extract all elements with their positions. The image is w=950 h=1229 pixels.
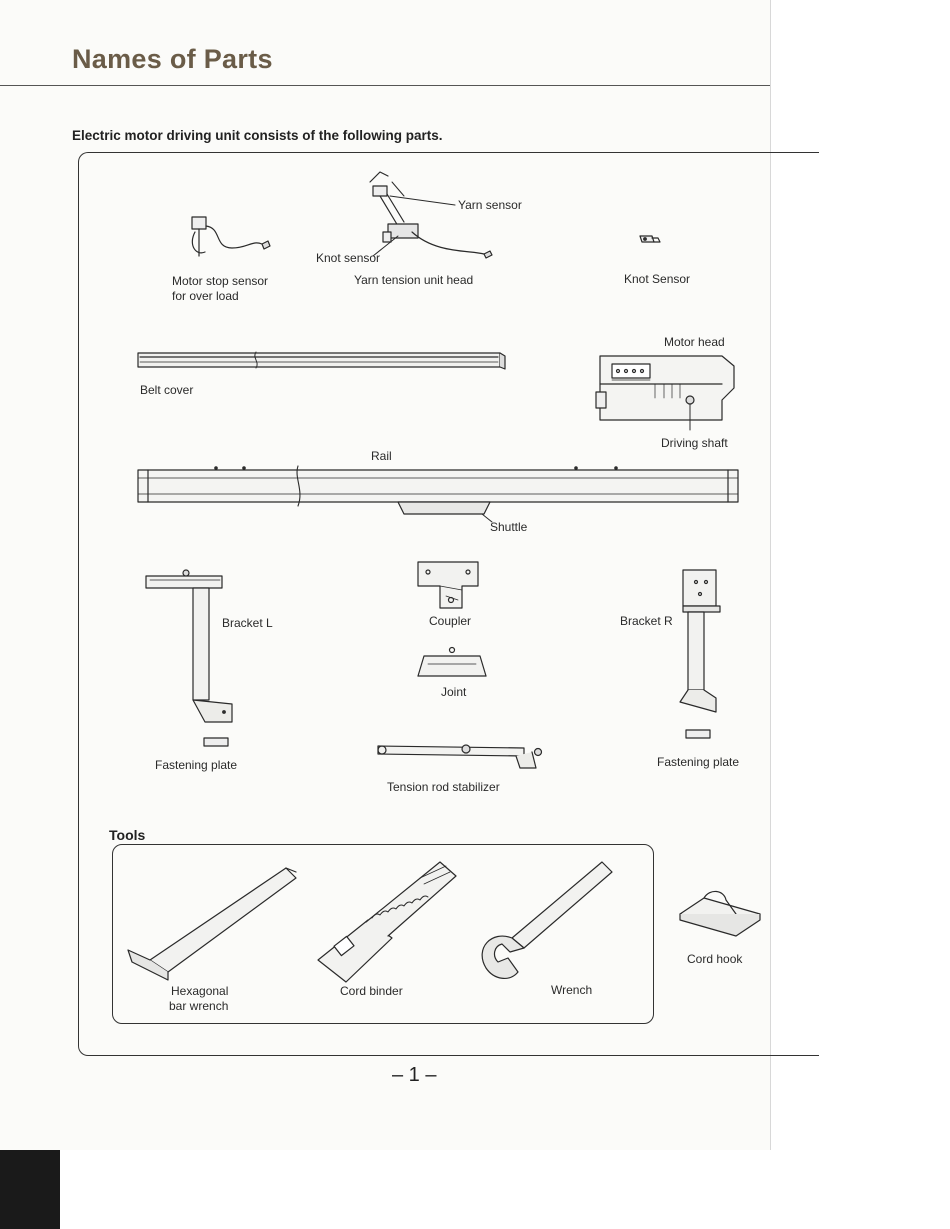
- belt-cover-illustration: [137, 351, 506, 370]
- cord-binder-illustration: [317, 861, 457, 983]
- label-hex-wrench: Hexagonal: [171, 984, 229, 998]
- motor-head-illustration: [595, 355, 735, 431]
- label-wrench: Wrench: [551, 983, 593, 997]
- label-joint: Joint: [441, 685, 467, 699]
- label-motor-stop-sensor: Motor stop sensor: [172, 274, 269, 288]
- knot-sensor-illustration: [639, 235, 661, 243]
- label-knot-sensor: Knot Sensor: [624, 272, 691, 286]
- rail-illustration: [137, 465, 739, 523]
- tools-heading: Tools: [109, 827, 146, 843]
- label-yarn-tension-unit-head: Yarn tension unit head: [354, 273, 474, 287]
- title-divider: [0, 85, 770, 86]
- label-motor-head: Motor head: [664, 335, 725, 349]
- page-title: Names of Parts: [72, 44, 273, 74]
- label-driving-shaft: Driving shaft: [661, 436, 728, 450]
- wrench-illustration: [481, 861, 613, 979]
- label-bracket-l: Bracket L: [222, 616, 273, 630]
- bracket-r-illustration: [679, 569, 721, 739]
- page-subtitle: Electric motor driving unit consists of …: [72, 128, 443, 143]
- label-cord-binder: Cord binder: [340, 984, 403, 998]
- label-coupler: Coupler: [429, 614, 472, 628]
- label-belt-cover: Belt cover: [140, 383, 194, 397]
- label-cord-hook: Cord hook: [687, 952, 743, 966]
- label-tension-rod-stabilizer: Tension rod stabilizer: [387, 780, 500, 794]
- label-motor-stop-sensor-line2: for over load: [172, 289, 239, 303]
- label-shuttle: Shuttle: [490, 520, 528, 534]
- label-hex-wrench-line2: bar wrench: [169, 999, 229, 1013]
- page-number: – 1 –: [392, 1064, 437, 1086]
- label-fastening-plate-right: Fastening plate: [657, 755, 740, 769]
- joint-illustration: [417, 646, 487, 677]
- label-rail: Rail: [371, 449, 392, 463]
- label-yarn-sensor: Yarn sensor: [458, 198, 522, 212]
- motor-stop-sensor-illustration: [191, 216, 271, 257]
- bracket-l-illustration: [145, 569, 233, 747]
- label-fastening-plate-left: Fastening plate: [155, 758, 238, 772]
- parts-frame: [78, 152, 819, 1056]
- label-knot-sensor-pointer: Knot sensor: [316, 251, 381, 265]
- coupler-illustration: [417, 561, 479, 609]
- cord-hook-illustration: [679, 890, 761, 937]
- page-edge-shadow: [0, 1136, 60, 1229]
- tension-rod-stabilizer-illustration: [377, 744, 543, 769]
- yarn-tension-unit-illustration: [369, 171, 493, 259]
- hex-wrench-illustration: [127, 867, 297, 981]
- label-bracket-r: Bracket R: [620, 614, 673, 628]
- tools-box: [112, 844, 654, 1024]
